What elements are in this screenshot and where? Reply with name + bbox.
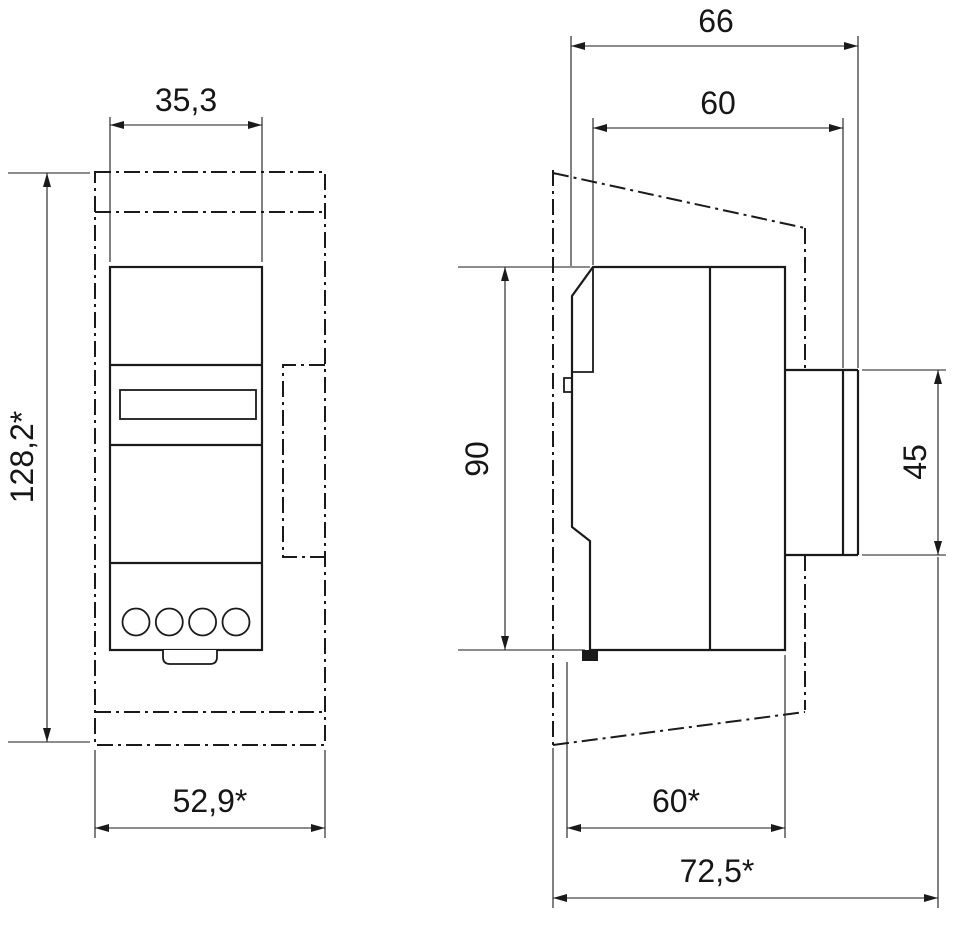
side-device-body: [570, 265, 787, 652]
dimension-label: 66: [698, 3, 734, 39]
terminal-circle: [221, 607, 251, 637]
front-side-projection-outline: [282, 364, 325, 558]
extension-lines: [862, 369, 946, 556]
dimension-label: 72,5*: [680, 853, 755, 889]
front-din-tab: [162, 650, 218, 665]
extension-lines: [458, 266, 590, 651]
side-clearance-outline: [552, 170, 806, 746]
dimension-label: 45: [897, 444, 933, 480]
extension-lines: [94, 750, 326, 838]
side-din-clip-profile: [563, 267, 594, 393]
front-device-section-lines: [110, 363, 262, 565]
terminal-circle: [121, 607, 151, 637]
terminal-circle: [154, 607, 184, 637]
dim-side-height-body: 90: [458, 266, 590, 651]
terminal-circle: [188, 607, 218, 637]
extension-lines: [109, 117, 263, 262]
front-view: 35,3 128,2* 52,9*: [4, 82, 326, 838]
side-din-clip-latch: [582, 650, 598, 661]
dim-front-width-top: 35,3: [109, 82, 263, 262]
dimension-label: 90: [459, 441, 495, 477]
side-view: 66 60 90 45 60* 72,5: [458, 3, 946, 908]
side-front-panel: [785, 368, 860, 557]
front-display-window: [119, 389, 257, 420]
dimension-label: 35,3: [155, 82, 217, 118]
dim-side-front-panel-height: 45: [862, 369, 946, 556]
front-clearance-inner-lines: [95, 211, 325, 713]
extension-lines: [566, 655, 786, 838]
dim-front-width-bottom: 52,9*: [94, 750, 326, 838]
dimension-label: 52,9*: [173, 783, 248, 819]
dim-side-width-bottom-body: 60*: [566, 655, 786, 838]
dimension-label: 60*: [652, 783, 700, 819]
dim-side-width-bottom-total: 72,5*: [552, 557, 939, 908]
dim-side-depth-body: 60: [592, 85, 844, 368]
extension-lines: [552, 557, 939, 908]
dim-front-height: 128,2*: [4, 172, 90, 743]
front-clearance-outline: [94, 171, 326, 746]
dimension-label: 128,2*: [4, 411, 40, 504]
extension-lines: [570, 36, 859, 368]
dimension-label: 60: [700, 85, 736, 121]
dim-side-depth-total: 66: [570, 3, 859, 368]
front-terminals: [121, 607, 251, 637]
extension-lines: [592, 118, 844, 368]
